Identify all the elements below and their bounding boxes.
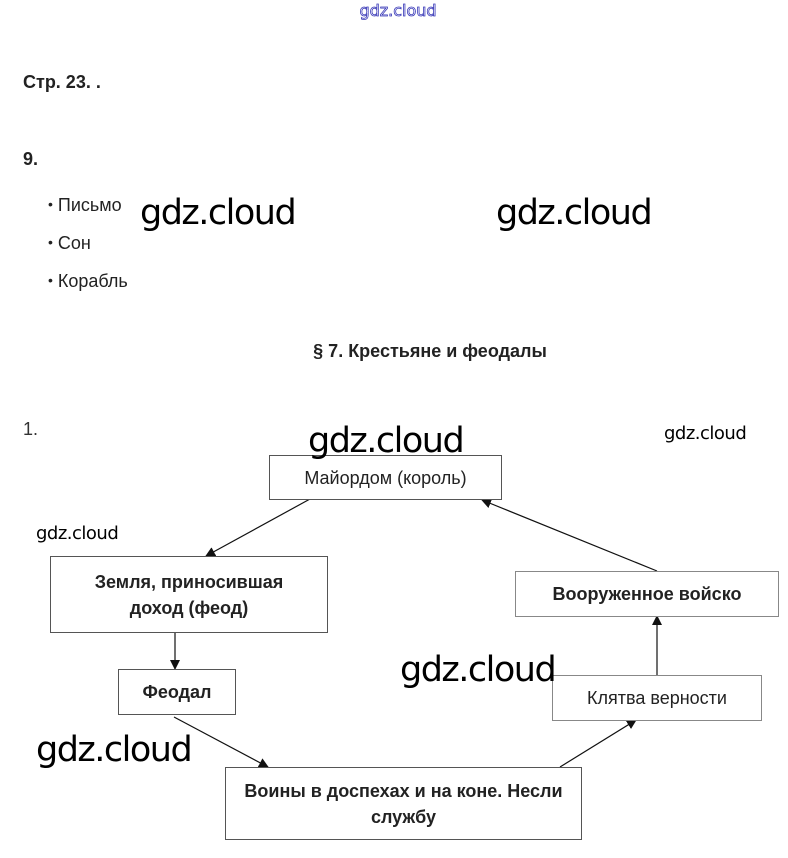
answer-list: •Письмо •Сон •Корабль — [48, 186, 128, 300]
watermark: gdz.cloud — [664, 423, 747, 444]
task-number-9: 9. — [23, 149, 39, 169]
list-item-text: Корабль — [57, 271, 128, 291]
section-title: § 7. Крестьяне и феодалы — [313, 341, 547, 361]
node-feudal: Феодал — [118, 669, 236, 715]
bullet-icon: • — [48, 234, 53, 250]
watermark: gdz.cloud — [140, 193, 297, 233]
page-reference: Стр. 23. . — [23, 72, 101, 92]
watermark: gdz.cloud — [36, 523, 119, 544]
arrow-feudal-to-warriors — [173, 716, 269, 768]
node-mayordom: Майордом (король) — [269, 455, 502, 500]
arrow-army-to-mayordom — [481, 498, 658, 572]
node-army: Вооруженное войско — [515, 571, 779, 617]
list-item-text: Письмо — [57, 195, 122, 215]
arrow-warriors-to-oath — [559, 719, 637, 768]
node-warriors: Воины в доспехах и на коне. Несли службу — [225, 767, 582, 840]
list-item: •Письмо — [48, 186, 128, 224]
watermark: gdz.cloud — [36, 730, 193, 770]
list-item: •Сон — [48, 224, 128, 262]
watermark: gdz.cloud — [496, 193, 653, 233]
bullet-icon: • — [48, 272, 53, 288]
list-item: •Корабль — [48, 262, 128, 300]
watermark: gdz.cloud — [308, 421, 465, 461]
watermark-top: gdz.cloud — [359, 1, 437, 21]
node-oath: Клятва верности — [552, 675, 762, 721]
arrow-mayordom-to-land — [205, 498, 311, 557]
node-land: Земля, приносившая доход (феод) — [50, 556, 328, 633]
task-number-1: 1. — [23, 419, 39, 439]
list-item-text: Сон — [57, 233, 91, 253]
bullet-icon: • — [48, 196, 53, 212]
watermark: gdz.cloud — [400, 650, 557, 690]
